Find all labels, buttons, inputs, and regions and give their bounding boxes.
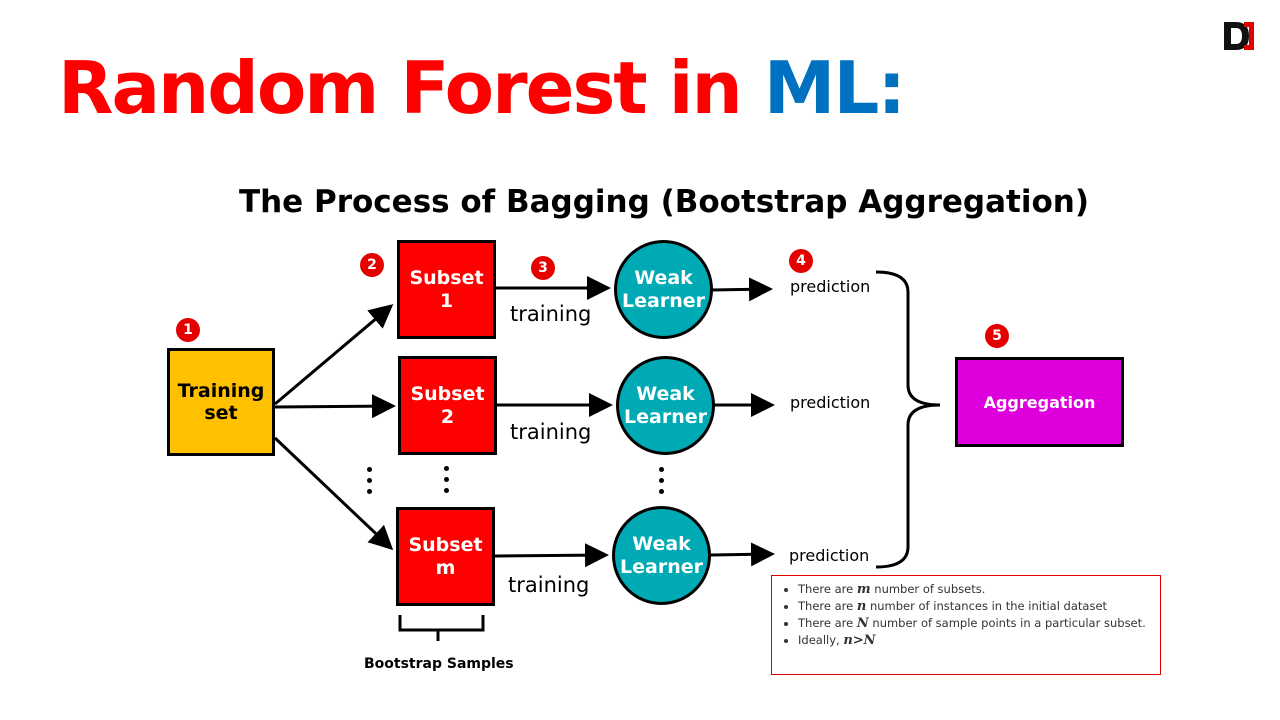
note-item: There are n number of instances in the i… xyxy=(798,598,1152,615)
step-badge-4: 4 xyxy=(789,249,813,273)
bootstrap-samples-label: Bootstrap Samples xyxy=(364,656,514,672)
arrow-train-to-subset1 xyxy=(274,304,394,406)
subset-1-label-line2: 1 xyxy=(439,289,454,312)
step-badge-5: 5 xyxy=(985,324,1009,348)
subset-m-label-line2: m xyxy=(435,556,456,579)
brand-logo-icon xyxy=(1222,20,1256,52)
ellipsis-dots xyxy=(659,467,665,500)
training-label-m: training xyxy=(508,573,590,597)
arrow-learnerm-to-prediction xyxy=(710,542,775,567)
learner-1-label-line1: Weak xyxy=(634,266,693,289)
learner-m-label-line2: Learner xyxy=(620,555,703,578)
prediction-label-2: prediction xyxy=(790,393,871,412)
arrow-train-to-subsetm xyxy=(273,436,394,551)
subset-2-label-line2: 2 xyxy=(440,405,455,428)
title-part-blue: ML: xyxy=(763,46,906,130)
arrow-train-to-subset2 xyxy=(274,394,396,419)
training-label-2: training xyxy=(510,420,592,444)
aggregation-label: Aggregation xyxy=(983,392,1096,412)
subset-m-label-line1: Subset xyxy=(408,533,483,556)
step-badge-1: 1 xyxy=(176,318,200,342)
diagram-subtitle: The Process of Bagging (Bootstrap Aggreg… xyxy=(238,184,1090,220)
bootstrap-bracket xyxy=(398,615,485,641)
step-badge-2: 2 xyxy=(360,253,384,277)
note-item: Ideally, n>N xyxy=(798,632,1152,649)
arrow-learner1-to-prediction xyxy=(710,277,773,302)
notes-box: There are m number of subsets. There are… xyxy=(771,575,1161,675)
learner-2-label-line2: Learner xyxy=(624,405,707,428)
title-part-red: Random Forest in xyxy=(58,46,764,130)
note-item: There are N number of sample points in a… xyxy=(798,615,1152,632)
page-title: Random Forest in ML: xyxy=(58,46,906,130)
learner-1-label-line2: Learner xyxy=(622,289,705,312)
step-badge-3: 3 xyxy=(531,256,555,280)
training-set-label-line2: set xyxy=(204,402,238,424)
prediction-label-1: prediction xyxy=(790,277,871,296)
ellipsis-dots xyxy=(444,466,450,499)
subset-1-label-line1: Subset xyxy=(409,266,484,289)
prediction-bracket xyxy=(875,270,941,569)
training-set-label-line1: Training xyxy=(177,380,265,402)
note-item: There are m number of subsets. xyxy=(798,581,1152,598)
learner-2-label-line1: Weak xyxy=(636,382,695,405)
prediction-label-m: prediction xyxy=(789,546,870,565)
aggregation-box: Aggregation xyxy=(955,357,1124,447)
arrow-subsetm-to-learnerm xyxy=(494,543,609,568)
learner-m-label-line1: Weak xyxy=(632,532,691,555)
training-label-1: training xyxy=(510,302,592,326)
subset-2-label-line1: Subset xyxy=(410,382,485,405)
ellipsis-dots xyxy=(367,467,373,500)
